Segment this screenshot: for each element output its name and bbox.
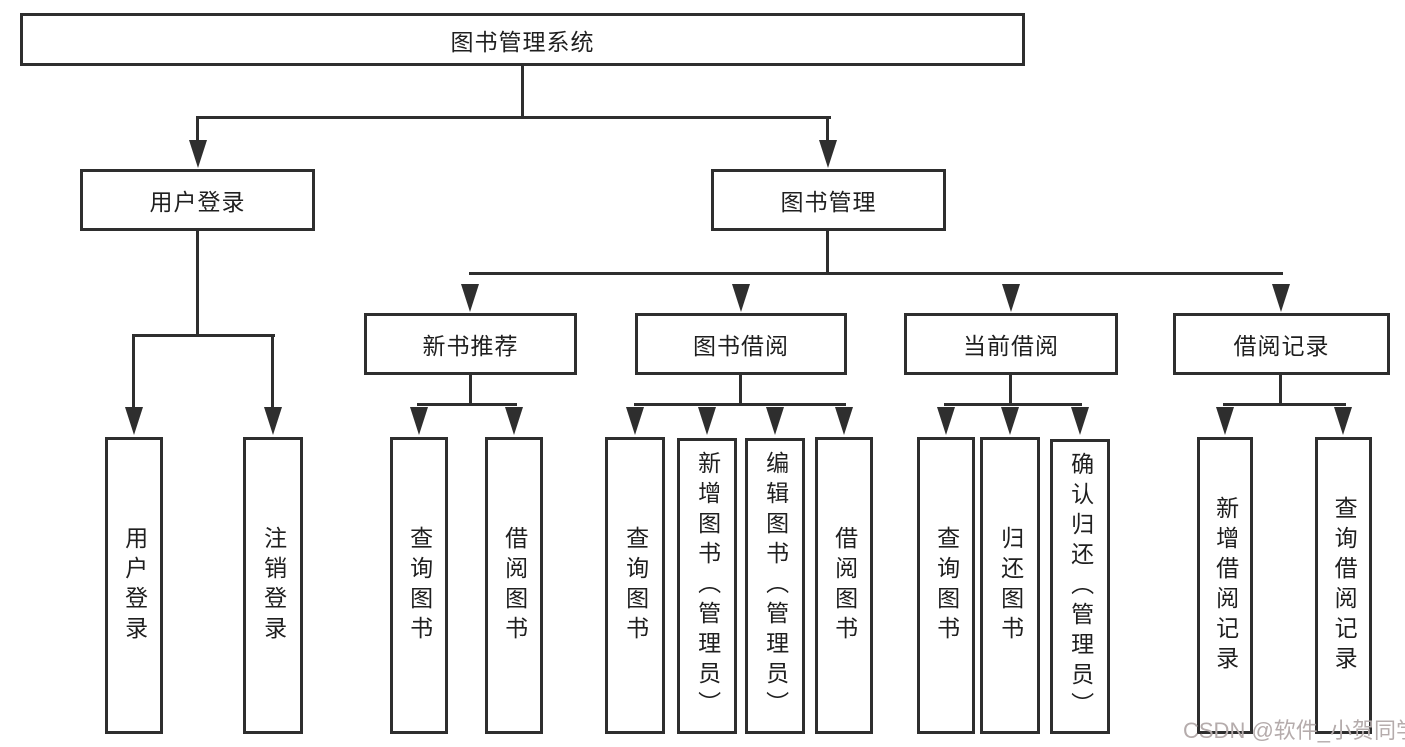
leaf-query-books-recommend: 查询图书 xyxy=(390,437,448,734)
leaf-user-login-label: 用户登录 xyxy=(121,525,148,646)
connector-line xyxy=(132,334,275,337)
leaf-return-book: 归还图书 xyxy=(980,437,1040,734)
connector-line xyxy=(739,375,742,406)
connector-line xyxy=(634,403,846,406)
arrow-down-icon xyxy=(461,284,479,312)
connector-line xyxy=(826,231,829,275)
connector-line xyxy=(196,231,199,337)
leaf-borrow-books-recommend: 借阅图书 xyxy=(485,437,543,734)
node-new-book-recommend-label: 新书推荐 xyxy=(422,333,519,359)
leaf-confirm-return-admin: 确认归还（管理员） xyxy=(1050,439,1110,734)
node-borrow-records-label: 借阅记录 xyxy=(1233,333,1330,359)
node-root-label: 图书管理系统 xyxy=(450,28,595,55)
arrow-down-icon xyxy=(732,284,750,312)
node-book-borrow-label: 图书借阅 xyxy=(693,333,789,359)
arrow-down-icon xyxy=(698,407,716,435)
arrow-down-icon xyxy=(1334,407,1352,435)
node-root: 图书管理系统 xyxy=(20,13,1025,66)
connector-line xyxy=(196,116,831,119)
leaf-add-borrow-record-label: 新增借阅记录 xyxy=(1212,495,1239,676)
leaf-logout-label: 注销登录 xyxy=(260,525,287,646)
leaf-edit-book-admin-label: 编辑图书（管理员） xyxy=(762,451,789,721)
leaf-add-borrow-record: 新增借阅记录 xyxy=(1197,437,1253,734)
connector-line xyxy=(271,337,274,407)
connector-line xyxy=(417,403,517,406)
connector-line xyxy=(1223,403,1346,406)
node-book-borrow: 图书借阅 xyxy=(635,313,847,375)
leaf-query-borrow-record-label: 查询借阅记录 xyxy=(1331,495,1358,676)
leaf-confirm-return-admin-label: 确认归还（管理员） xyxy=(1067,451,1094,722)
connector-line xyxy=(944,403,1082,406)
node-borrow-records: 借阅记录 xyxy=(1173,313,1390,375)
arrow-down-icon xyxy=(1001,407,1019,435)
arrow-down-icon xyxy=(125,407,143,435)
leaf-borrow-books-label: 借阅图书 xyxy=(831,525,858,646)
connector-line xyxy=(1279,375,1282,406)
leaf-query-books-borrow: 查询图书 xyxy=(605,437,665,734)
watermark: CSDN @软件_小贺同学 xyxy=(1183,718,1405,743)
connector-line xyxy=(469,375,472,406)
node-current-borrow: 当前借阅 xyxy=(904,313,1118,375)
node-book-management-label: 图书管理 xyxy=(780,189,877,215)
arrow-down-icon xyxy=(1272,284,1290,312)
node-new-book-recommend: 新书推荐 xyxy=(364,313,577,375)
connector-line xyxy=(469,272,1283,275)
leaf-query-books-current: 查询图书 xyxy=(917,437,975,734)
arrow-down-icon xyxy=(626,407,644,435)
leaf-borrow-books-recommend-label: 借阅图书 xyxy=(501,525,528,646)
node-user-login: 用户登录 xyxy=(80,169,315,231)
arrow-down-icon xyxy=(189,140,207,168)
node-book-management: 图书管理 xyxy=(711,169,946,231)
arrow-down-icon xyxy=(505,407,523,435)
connector-line xyxy=(196,119,199,142)
leaf-add-book-admin-label: 新增图书（管理员） xyxy=(694,451,721,721)
arrow-down-icon xyxy=(410,407,428,435)
arrow-down-icon xyxy=(1071,407,1089,435)
arrow-down-icon xyxy=(1216,407,1234,435)
connector-line xyxy=(826,119,829,142)
leaf-user-login: 用户登录 xyxy=(105,437,163,734)
leaf-query-books-recommend-label: 查询图书 xyxy=(406,525,433,646)
arrow-down-icon xyxy=(1002,284,1020,312)
arrow-down-icon xyxy=(835,407,853,435)
leaf-query-books-current-label: 查询图书 xyxy=(933,525,960,646)
leaf-add-book-admin: 新增图书（管理员） xyxy=(677,438,737,734)
leaf-edit-book-admin: 编辑图书（管理员） xyxy=(745,438,805,734)
leaf-return-book-label: 归还图书 xyxy=(997,525,1024,646)
arrow-down-icon xyxy=(937,407,955,435)
arrow-down-icon xyxy=(766,407,784,435)
connector-line xyxy=(1009,375,1012,406)
leaf-logout: 注销登录 xyxy=(243,437,303,734)
node-current-borrow-label: 当前借阅 xyxy=(963,333,1059,359)
connector-line xyxy=(132,337,135,407)
connector-line xyxy=(521,66,524,119)
node-user-login-label: 用户登录 xyxy=(149,189,246,215)
arrow-down-icon xyxy=(264,407,282,435)
leaf-query-borrow-record: 查询借阅记录 xyxy=(1315,437,1372,734)
leaf-query-books-borrow-label: 查询图书 xyxy=(622,525,649,646)
leaf-borrow-books: 借阅图书 xyxy=(815,437,873,734)
arrow-down-icon xyxy=(819,140,837,168)
